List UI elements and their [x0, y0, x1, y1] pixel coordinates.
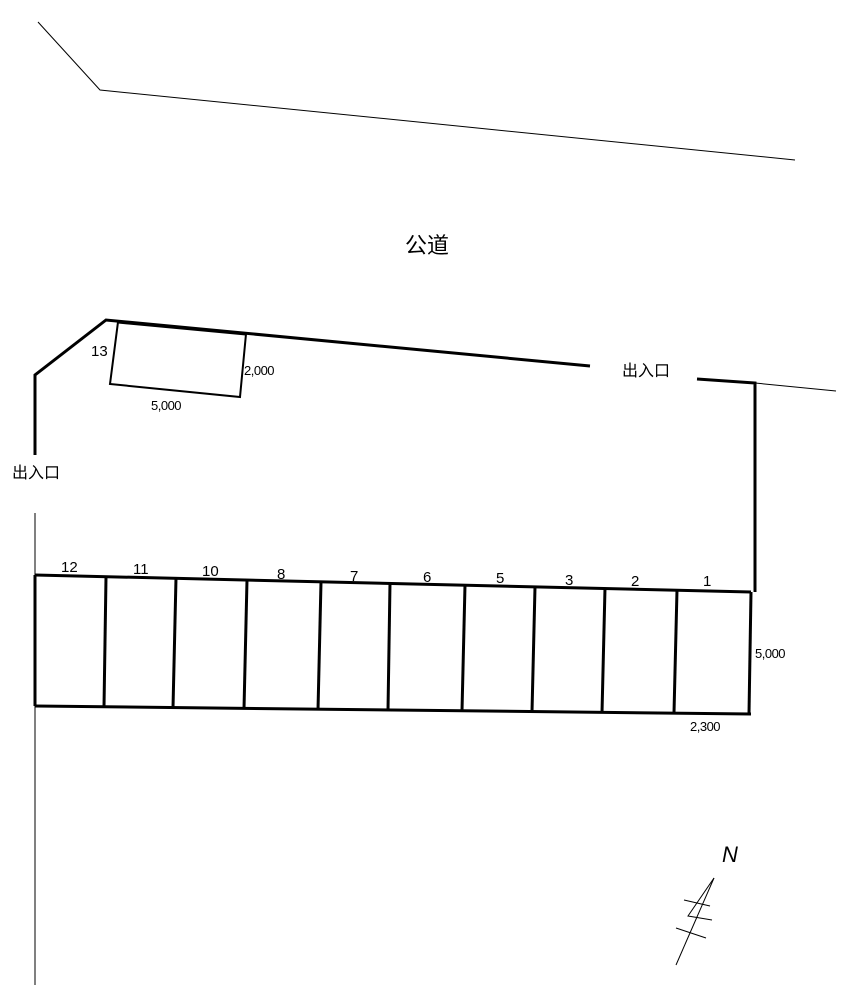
stall-number-12: 12 — [61, 559, 78, 576]
road-line-right — [754, 382, 837, 392]
stall-divider — [242, 579, 249, 710]
north-label: N — [722, 842, 738, 867]
entrance-left-label: 出入口 — [12, 463, 60, 482]
stall-divider — [316, 581, 323, 711]
stall-divider — [460, 584, 467, 712]
space-13-number: 13 — [91, 343, 108, 360]
parking-row-top-edge — [34, 573, 752, 594]
stall-number-8: 8 — [277, 566, 285, 583]
stall-divider — [102, 576, 108, 708]
stall-number-3: 3 — [565, 572, 573, 589]
stall-number-7: 7 — [350, 568, 358, 585]
road-label: 公道 — [405, 234, 449, 259]
boundary-right-top — [696, 377, 757, 592]
stall-divider — [600, 587, 607, 714]
entrance-top-label: 出入口 — [622, 361, 670, 380]
parking-row-right-edge — [747, 591, 753, 715]
parking-space-13-top-edge — [117, 320, 247, 336]
boundary-left-top — [33, 318, 591, 455]
road-edge-line — [37, 21, 796, 161]
stall-divider — [530, 586, 537, 713]
space-13-width-dim: 2,000 — [244, 363, 274, 378]
stall-number-5: 5 — [496, 570, 504, 587]
stall-number-6: 6 — [423, 569, 431, 586]
parking-row-bottom-edge — [34, 704, 752, 716]
north-arrow-icon — [675, 877, 715, 966]
space-width-dim: 2,300 — [690, 719, 720, 734]
stall-number-11: 11 — [133, 561, 149, 578]
stall-number-2: 2 — [631, 573, 639, 590]
stall-number-1: 1 — [703, 573, 711, 590]
stall-divider — [386, 582, 392, 711]
stall-divider — [171, 577, 178, 709]
stall-divider — [672, 589, 679, 714]
stall-number-10: 10 — [202, 563, 219, 580]
space-13-length-dim: 5,000 — [151, 398, 181, 413]
space-length-dim: 5,000 — [755, 646, 785, 661]
